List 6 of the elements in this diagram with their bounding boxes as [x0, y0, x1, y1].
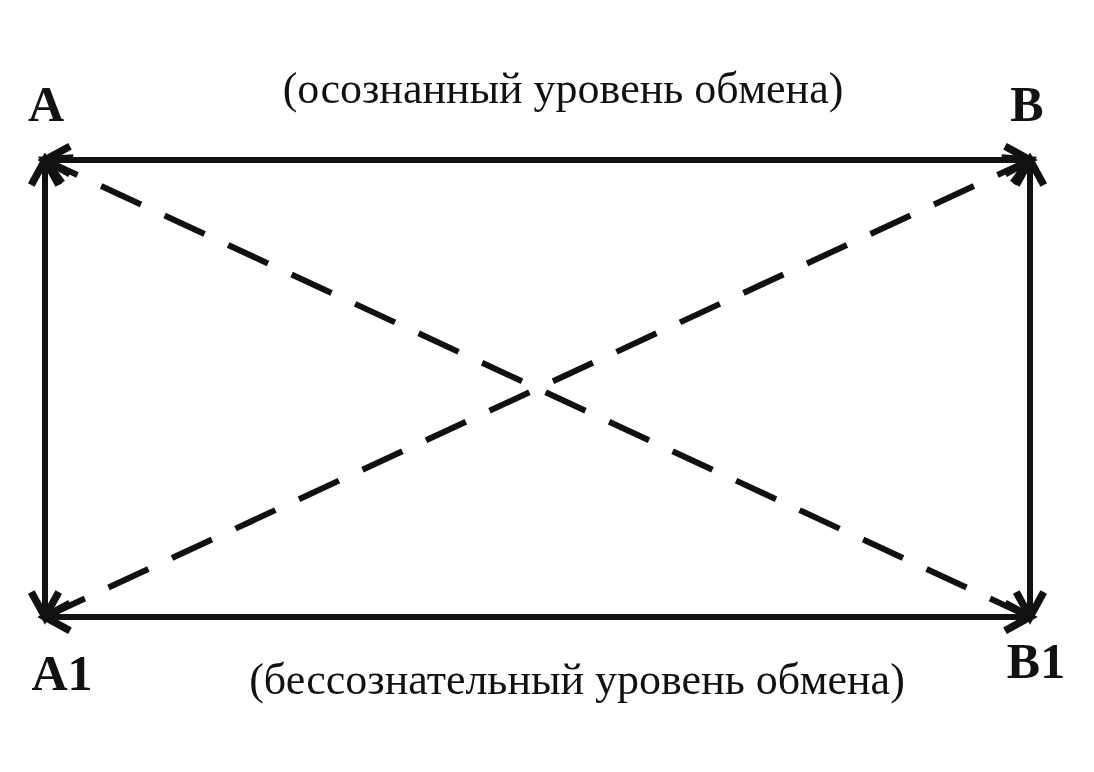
level-caption: (осознанный уровень обмена): [282, 67, 844, 111]
vertex-label: A1: [31, 648, 93, 698]
vertex-label: A: [27, 79, 65, 129]
level-caption: (бессознательный уровень обмена): [249, 658, 905, 702]
vertex-label: B: [1010, 79, 1044, 129]
vertex-label: B1: [1006, 636, 1066, 686]
